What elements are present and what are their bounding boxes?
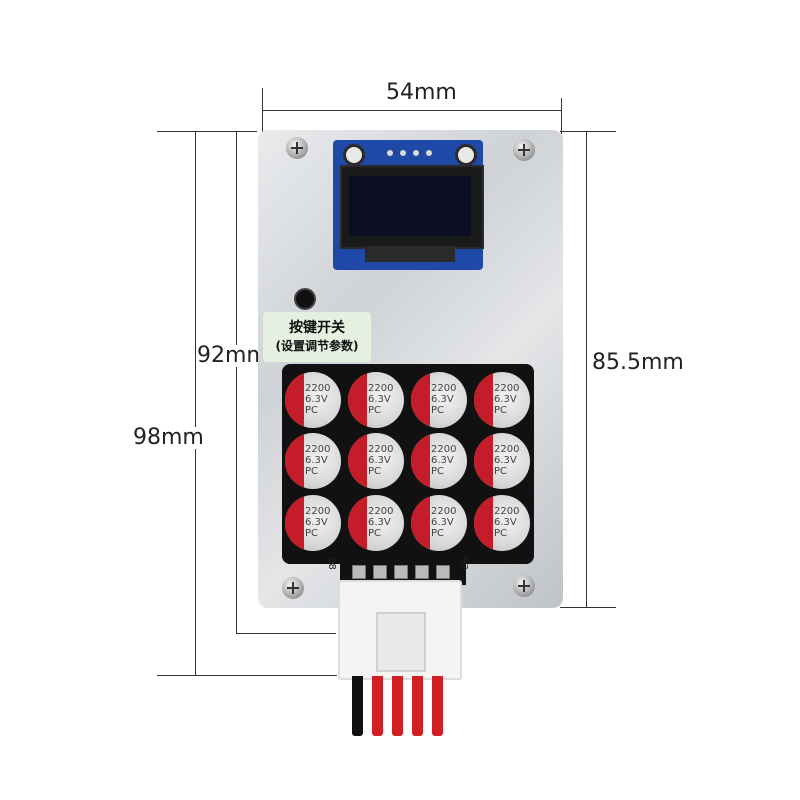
wire-black [352,676,363,736]
outer-height-tick-top [157,131,257,132]
wire-red [392,676,403,736]
switch-label-subtitle: (设置调节参数) [275,339,359,353]
width-dimension-line [262,110,562,111]
board-height-tick-top [560,131,616,132]
oled-pin [387,150,393,156]
wire-red [432,676,443,736]
oled-pin [400,150,406,156]
oled-pin [413,150,419,156]
wire-red [412,676,423,736]
oled-mount-hole-right [455,144,477,166]
connector-pin [352,565,366,579]
switch-label: 按键开关 (设置调节参数) [263,312,371,362]
board-height-tick-bottom [560,607,616,608]
screw-top-right [513,139,535,161]
connector-pin [373,565,387,579]
board-mark-left: 08 [325,557,337,570]
screw-bottom-left [282,577,304,599]
board-height-label: 85.5mm [592,350,684,375]
outer-height-tick-bottom [157,675,337,676]
connector-pin [415,565,429,579]
wire-red [372,676,383,736]
plate-height-line [236,131,237,634]
outer-height-line [195,131,196,675]
plate-height-tick-bottom [236,633,336,634]
outer-height-label: 98mm [133,425,204,450]
connector-pin [394,565,408,579]
oled-screen [349,176,471,236]
width-dim-tick-left [262,88,263,134]
screw-bottom-right [513,575,535,597]
board-mark-right: 93 [457,557,469,570]
connector-latch [376,612,426,672]
screw-top-left [286,137,308,159]
oled-ribbon [365,246,455,262]
plate-height-label: 92mm [197,343,268,368]
push-button[interactable] [294,288,316,310]
oled-pin [426,150,432,156]
switch-label-title: 按键开关 [289,320,345,336]
connector-pin [436,565,450,579]
board-height-line [586,131,587,607]
oled-mount-hole-left [343,144,365,166]
width-dimension-label: 54mm [386,80,457,105]
width-dim-tick-right [561,98,562,134]
